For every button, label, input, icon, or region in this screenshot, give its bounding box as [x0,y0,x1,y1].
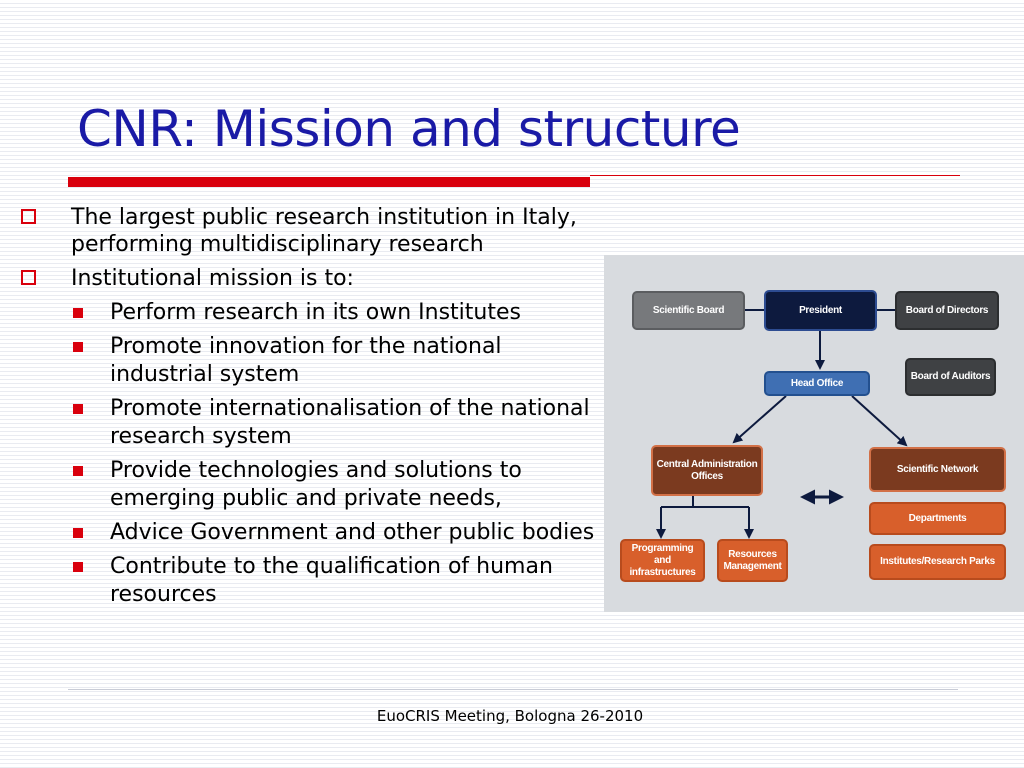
bullet-item: The largest public research institution … [18,204,608,258]
sub-bullet-item: Promote internationalisation of the nati… [73,395,608,451]
sub-bullet-text: Contribute to the qualification of human… [110,554,553,607]
slide-title: CNR: Mission and structure [77,100,741,158]
sub-bullet-text: Advice Government and other public bodie… [110,520,595,545]
programming-infrastructures-box: Programming and infrastructures [620,539,705,582]
sub-bullet-item: Promote innovation for the national indu… [73,333,608,389]
scientific-network-box: Scientific Network [869,447,1006,492]
sub-bullet-text: Promote internationalisation of the nati… [110,396,590,449]
resources-management-box: Resources Management [717,539,788,582]
hollow-square-bullet-icon [21,209,36,224]
sub-bullet-text: Perform research in its own Institutes [110,300,521,325]
filled-square-bullet-icon [73,404,83,414]
sub-bullet-text: Provide technologies and solutions to em… [110,458,522,511]
bullet-text: The largest public research institution … [71,205,577,257]
sub-bullet-item: Provide technologies and solutions to em… [73,457,608,513]
sub-bullet-item: Advice Government and other public bodie… [73,519,608,547]
sub-bullet-item: Perform research in its own Institutes [73,299,608,327]
bullet-list: The largest public research institution … [18,204,608,615]
filled-square-bullet-icon [73,342,83,352]
org-chart-image: Scientific Board President Board of Dire… [604,255,1024,612]
institutes-research-parks-box: Institutes/Research Parks [869,544,1006,580]
scientific-board-box: Scientific Board [632,291,745,330]
title-underline-line [590,175,960,176]
filled-square-bullet-icon [73,528,83,538]
departments-box: Departments [869,502,1006,535]
footer-divider [68,689,958,690]
filled-square-bullet-icon [73,308,83,318]
president-box: President [764,290,877,331]
head-office-box: Head Office [764,371,870,396]
title-underline-bar [68,177,590,187]
board-of-directors-box: Board of Directors [895,291,999,330]
hollow-square-bullet-icon [21,270,36,285]
filled-square-bullet-icon [73,562,83,572]
footer-text: EuoCRIS Meeting, Bologna 26-2010 [376,707,644,725]
bullet-text: Institutional mission is to: [71,266,354,291]
board-of-auditors-box: Board of Auditors [905,358,996,396]
filled-square-bullet-icon [73,466,83,476]
central-administration-box: Central Administration Offices [651,445,763,496]
sub-bullet-text: Promote innovation for the national indu… [110,334,502,387]
sub-bullet-item: Contribute to the qualification of human… [73,553,608,609]
bullet-item: Institutional mission is to: [18,265,608,292]
org-chart-connectors [656,309,908,539]
